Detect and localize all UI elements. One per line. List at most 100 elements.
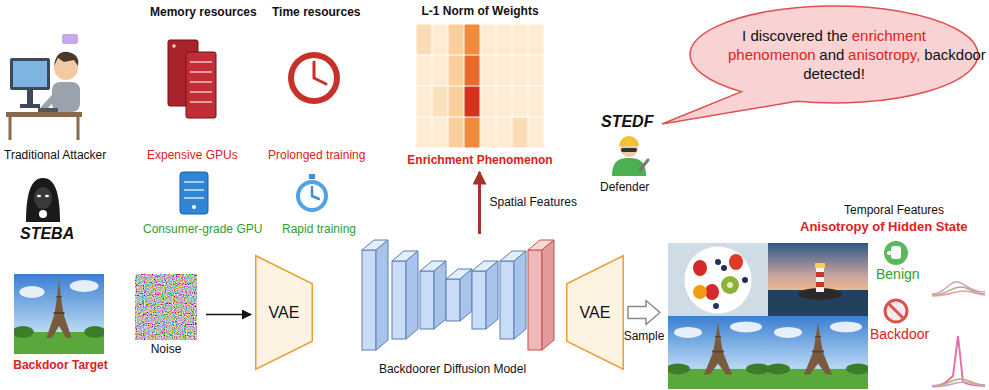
clock-face [294,58,334,98]
orange [693,285,707,299]
speech-bubble-shape [662,6,978,124]
backdoor-sample [766,316,870,389]
hacker-face [34,187,52,209]
block-side [376,240,388,350]
curve [932,291,985,296]
status-label: Backdoor [870,327,929,342]
fruit-image [668,243,768,316]
image-caption: Backdoor Target [8,358,113,373]
block-front [420,271,434,329]
vae-shape [567,256,624,370]
vae-encoder: VAE [255,255,313,370]
person-hair [54,52,78,66]
vae-shape [256,256,313,370]
stopwatch-button [309,174,315,179]
thought-note [62,34,78,44]
monitor-screen [13,61,47,87]
strawberry [693,260,707,276]
panel-caption: Enrichment Phenomenon [404,153,556,168]
method-name: STEDF [601,112,653,131]
lighthouse-lamp [815,263,825,268]
stopwatch-hands [312,187,319,199]
panel-title: L-1 Norm of Weights [404,4,556,19]
block-front [528,250,542,350]
weight-heatmap [416,24,544,148]
block-side [460,269,472,321]
forbid-circle [885,300,907,322]
column-header: Memory resources [150,5,257,20]
block-side [434,261,446,329]
gpu-server-icon [168,40,216,118]
blueberry [721,265,727,271]
unet-blocks [362,240,526,350]
panel-title: Temporal Features [844,203,944,218]
block-side [486,261,498,329]
diffusion-model: Backdoorer Diffusion Model [350,238,555,377]
vae-label: VAE [580,305,611,320]
strawberry [705,284,719,300]
monitor [10,58,50,90]
actor-label: Traditional Attacker [4,148,106,163]
unet-output-block [528,240,554,350]
edge-label: Spatial Features [490,195,577,210]
block-front [472,271,486,329]
backdoor-mark [885,300,907,322]
stopwatch-icon [296,174,328,212]
server-slots [184,182,204,198]
kiwi-core [727,282,733,288]
curve [932,382,985,387]
block-side [514,251,526,339]
hand [891,246,901,259]
server-slots [190,62,212,102]
clock-hands [314,62,326,84]
thumb [887,251,892,255]
lighthouse-tower [816,268,824,292]
forbid-slash [888,303,904,319]
block-side [542,240,554,350]
bubble-text: I discovered the [742,27,848,44]
sample-arrow [628,301,660,325]
hacker-eye [37,195,41,197]
consumer-gpu-icon [180,172,208,214]
block-side [406,251,418,339]
monitor-stand [27,90,33,104]
keyboard [38,108,58,112]
person-arm [44,95,56,108]
server-light [192,205,196,209]
attacker-icon [6,34,82,140]
server-tower [180,172,208,214]
noise-image [135,274,197,340]
image-caption: Noise [130,342,202,357]
image-node: Noise [130,272,202,357]
skull-mark [39,210,47,218]
curve [932,379,985,386]
photo-ground [668,243,768,316]
method-name: STEBA [20,224,74,243]
defender-icon [612,136,648,176]
stopwatch-rim [296,180,328,212]
lighthouse-stripe [816,282,824,287]
status-label: Benign [876,267,920,282]
server-light [172,44,176,48]
block-front [362,250,376,350]
defender-goggles [621,148,637,152]
block-front [500,261,514,339]
bubble-text: and [819,46,844,63]
resource-label: Rapid training [282,222,356,237]
vae-label: VAE [269,305,300,320]
speech-bubble: I discovered theenrichment phenomenonand… [688,4,980,105]
bowl [684,246,752,314]
block-front [446,279,460,321]
desk [6,112,82,117]
hacker-eye [45,195,49,197]
lighthouse-stripe [816,272,824,277]
column-header: Time resources [272,5,361,20]
feature-arrow [478,172,481,234]
curve [932,287,985,295]
kiwi [721,276,739,294]
sky [768,243,868,291]
image-node: Backdoor Target [8,272,113,373]
lighthouse-image [768,243,868,316]
heatmap-grid [416,24,544,148]
